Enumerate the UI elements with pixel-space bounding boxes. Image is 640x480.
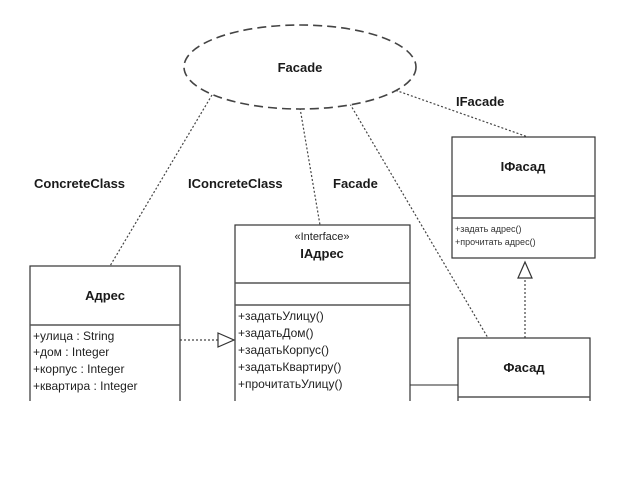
class-name: IАдрес <box>300 246 343 261</box>
role-label-iconcreteclass: IConcreteClass <box>188 176 283 191</box>
operation: +задатьУлицу() <box>238 309 324 323</box>
operation: +прочитатьУлицу() <box>238 377 342 391</box>
attribute: +корпус : Integer <box>33 362 124 376</box>
crop-mask <box>0 401 640 480</box>
connector-ifacade <box>391 88 529 138</box>
class-iadres[interactable]: «Interface» IАдрес +задатьУлицу() +задат… <box>234 224 411 416</box>
connector-concreteclass <box>109 94 213 267</box>
role-label-ifacade: IFacade <box>456 94 504 109</box>
attribute: +квартира : Integer <box>33 379 138 393</box>
collaboration-name: Facade <box>278 60 323 75</box>
class-ifasad[interactable]: IФасад +задать адрес() +прочитать адрес(… <box>451 136 596 259</box>
operation: +задать адрес() <box>455 224 522 234</box>
class-name: Адрес <box>85 288 125 303</box>
role-label-concreteclass: ConcreteClass <box>34 176 125 191</box>
class-name: Фасад <box>503 360 545 375</box>
realization-arrowhead <box>517 260 533 279</box>
operation: +задатьКвартиру() <box>238 360 341 374</box>
collaboration-ellipse <box>183 24 417 110</box>
attribute: +улица : String <box>33 329 114 343</box>
realization-arrowhead <box>217 332 236 348</box>
connector-iconcreteclass <box>299 107 321 226</box>
attribute: +дом : Integer <box>33 345 109 359</box>
operation: +задатьКорпус() <box>238 343 329 357</box>
class-name: IФасад <box>501 159 547 174</box>
connector-facade <box>349 103 489 339</box>
operation: +прочитать адрес() <box>455 237 536 247</box>
stereotype: «Interface» <box>294 231 349 243</box>
operation: +задатьДом() <box>238 326 314 340</box>
class-adres[interactable]: Адрес +улица : String +дом : Integer +ко… <box>29 265 181 407</box>
role-label-facade: Facade <box>333 176 378 191</box>
collaboration-facade[interactable]: Facade <box>183 24 417 110</box>
